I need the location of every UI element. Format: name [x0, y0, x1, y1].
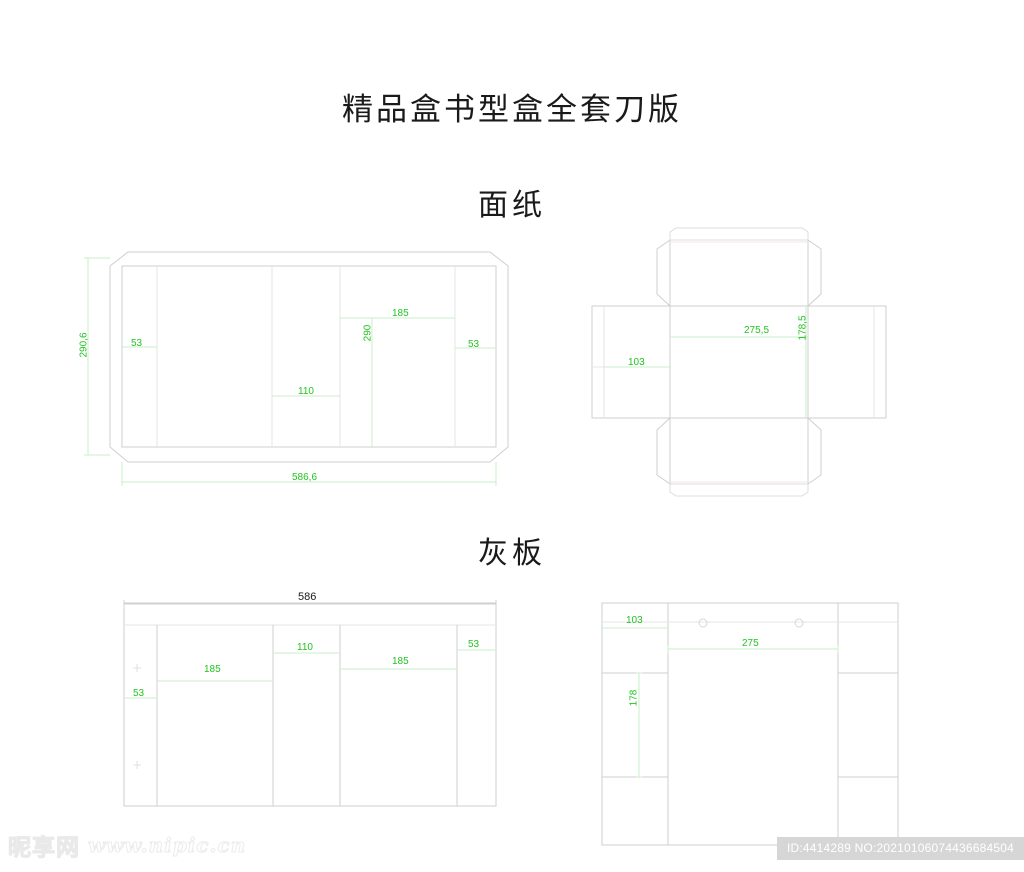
dimension-label-mianzhi-wrap-spine: 110: [298, 386, 314, 397]
punch-hole: [795, 619, 803, 627]
dimension-label-mianzhi-wrap-width: 586,6: [292, 472, 318, 483]
diagram-mianzhi-tray: [592, 228, 886, 496]
registration-mark: [133, 664, 141, 672]
dimension-label-mianzhi-wrap-height: 290,6: [78, 332, 90, 358]
diagram-huiban-wrap: [124, 600, 496, 806]
dimension-label-mianzhi-wrap-panel-height: 290: [362, 324, 374, 342]
dimension-label-huiban-wrap-panel-right: 185: [392, 656, 409, 667]
watermark: 昵享网 www.nipic.cn: [8, 828, 246, 862]
dimension-label-mianzhi-wrap-flap-right: 53: [468, 339, 480, 350]
dimension-label-mianzhi-wrap-panel-width: 185: [392, 308, 409, 319]
dimension-label-huiban-wrap-spine: 110: [297, 642, 313, 653]
watermark-url-text: www.nipic.cn: [87, 833, 247, 858]
diagram-mianzhi-wrap: [84, 252, 508, 486]
dimension-label-mianzhi-tray-width: 275,5: [744, 325, 770, 336]
registration-mark: [133, 761, 141, 769]
dimension-label-mianzhi-tray-height: 178,5: [797, 315, 809, 341]
page-title: 精品盒书型盒全套刀版: [342, 92, 682, 128]
dimension-label-huiban-wrap-panel-left: 185: [204, 664, 221, 675]
dimension-label-huiban-tray-height: 178: [628, 689, 640, 707]
dimension-label-huiban-tray-flap: 103: [626, 615, 643, 626]
dimension-label-mianzhi-wrap-flap-left: 53: [131, 338, 143, 349]
dimension-label-huiban-wrap-flap-right: 53: [468, 639, 480, 650]
dimension-label-huiban-wrap-width: 586: [298, 591, 317, 603]
watermark-logo-text: 昵享网: [8, 834, 80, 862]
asset-id-badge: ID:4414289 NO:20210106074436684504: [777, 837, 1024, 860]
dimension-label-huiban-tray-width: 275: [742, 638, 759, 649]
punch-hole: [699, 619, 707, 627]
dimension-label-mianzhi-tray-flap: 103: [628, 357, 645, 368]
section-heading-mianzhi: 面纸: [478, 188, 546, 223]
dimension-label-huiban-wrap-flap-left: 53: [133, 688, 145, 699]
section-heading-huiban: 灰板: [478, 536, 546, 571]
